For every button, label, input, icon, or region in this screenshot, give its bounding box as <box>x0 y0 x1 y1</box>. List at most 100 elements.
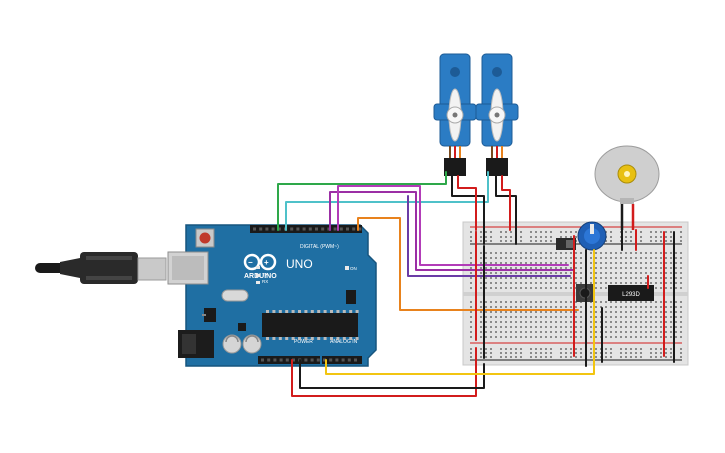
breadboard-hole[interactable] <box>545 331 547 333</box>
breadboard-hole[interactable] <box>670 262 672 264</box>
breadboard-hole[interactable] <box>665 262 667 264</box>
breadboard-hole[interactable] <box>655 262 657 264</box>
breadboard-hole[interactable] <box>570 257 572 259</box>
breadboard-hole[interactable] <box>610 282 612 284</box>
breadboard-hole[interactable] <box>495 301 497 303</box>
breadboard-hole[interactable] <box>605 331 607 333</box>
breadboard-hole[interactable] <box>485 252 487 254</box>
breadboard-hole[interactable] <box>655 316 657 318</box>
breadboard-hole[interactable] <box>470 236 472 238</box>
breadboard-hole[interactable] <box>485 236 487 238</box>
breadboard-hole[interactable] <box>655 287 657 289</box>
breadboard-hole[interactable] <box>560 267 562 269</box>
breadboard-hole[interactable] <box>535 301 537 303</box>
breadboard-hole[interactable] <box>490 336 492 338</box>
header-pin[interactable] <box>327 227 331 231</box>
breadboard-hole[interactable] <box>570 272 572 274</box>
breadboard-hole[interactable] <box>570 326 572 328</box>
breadboard-hole[interactable] <box>615 311 617 313</box>
breadboard-hole[interactable] <box>675 262 677 264</box>
breadboard-hole[interactable] <box>575 257 577 259</box>
breadboard-hole[interactable] <box>505 356 507 358</box>
breadboard-hole[interactable] <box>610 331 612 333</box>
breadboard-hole[interactable] <box>540 316 542 318</box>
breadboard-hole[interactable] <box>550 287 552 289</box>
breadboard-hole[interactable] <box>635 321 637 323</box>
breadboard-hole[interactable] <box>535 321 537 323</box>
breadboard-hole[interactable] <box>660 352 662 354</box>
breadboard-hole[interactable] <box>535 257 537 259</box>
breadboard-hole[interactable] <box>575 336 577 338</box>
breadboard-hole[interactable] <box>565 321 567 323</box>
header-pin[interactable] <box>346 227 349 231</box>
breadboard-hole[interactable] <box>580 262 582 264</box>
breadboard-hole[interactable] <box>470 277 472 279</box>
breadboard-hole[interactable] <box>505 257 507 259</box>
breadboard-hole[interactable] <box>505 306 507 308</box>
breadboard-hole[interactable] <box>625 306 627 308</box>
breadboard-hole[interactable] <box>500 326 502 328</box>
breadboard-hole[interactable] <box>665 287 667 289</box>
breadboard-hole[interactable] <box>565 352 567 354</box>
breadboard-hole[interactable] <box>560 252 562 254</box>
breadboard-hole[interactable] <box>640 326 642 328</box>
breadboard-hole[interactable] <box>480 236 482 238</box>
breadboard-hole[interactable] <box>495 277 497 279</box>
breadboard-hole[interactable] <box>530 306 532 308</box>
breadboard-hole[interactable] <box>610 321 612 323</box>
breadboard-hole[interactable] <box>610 236 612 238</box>
breadboard-hole[interactable] <box>485 267 487 269</box>
breadboard-hole[interactable] <box>560 287 562 289</box>
breadboard-hole[interactable] <box>615 326 617 328</box>
breadboard-hole[interactable] <box>530 252 532 254</box>
breadboard-hole[interactable] <box>490 321 492 323</box>
breadboard-hole[interactable] <box>590 316 592 318</box>
breadboard-hole[interactable] <box>565 331 567 333</box>
breadboard-hole[interactable] <box>565 272 567 274</box>
breadboard-hole[interactable] <box>515 301 517 303</box>
breadboard-hole[interactable] <box>655 267 657 269</box>
breadboard-hole[interactable] <box>655 348 657 350</box>
breadboard-hole[interactable] <box>560 231 562 233</box>
breadboard-hole[interactable] <box>590 321 592 323</box>
breadboard-hole[interactable] <box>545 240 547 242</box>
breadboard-hole[interactable] <box>485 287 487 289</box>
breadboard-hole[interactable] <box>505 272 507 274</box>
breadboard-hole[interactable] <box>555 311 557 313</box>
breadboard-hole[interactable] <box>490 252 492 254</box>
breadboard-hole[interactable] <box>645 277 647 279</box>
breadboard-hole[interactable] <box>510 267 512 269</box>
breadboard-hole[interactable] <box>480 262 482 264</box>
breadboard-hole[interactable] <box>530 348 532 350</box>
breadboard-hole[interactable] <box>680 301 682 303</box>
breadboard-hole[interactable] <box>660 306 662 308</box>
breadboard-hole[interactable] <box>680 262 682 264</box>
breadboard-hole[interactable] <box>480 277 482 279</box>
breadboard-hole[interactable] <box>565 267 567 269</box>
breadboard-hole[interactable] <box>565 336 567 338</box>
breadboard-hole[interactable] <box>490 311 492 313</box>
breadboard-hole[interactable] <box>535 326 537 328</box>
breadboard-hole[interactable] <box>640 321 642 323</box>
breadboard-hole[interactable] <box>595 257 597 259</box>
breadboard-hole[interactable] <box>480 348 482 350</box>
breadboard-hole[interactable] <box>560 272 562 274</box>
breadboard-hole[interactable] <box>545 257 547 259</box>
breadboard-hole[interactable] <box>645 262 647 264</box>
breadboard-hole[interactable] <box>580 306 582 308</box>
breadboard-hole[interactable] <box>560 348 562 350</box>
breadboard-hole[interactable] <box>520 326 522 328</box>
breadboard-hole[interactable] <box>540 331 542 333</box>
breadboard-hole[interactable] <box>560 326 562 328</box>
breadboard-hole[interactable] <box>670 236 672 238</box>
breadboard-hole[interactable] <box>515 282 517 284</box>
breadboard-hole[interactable] <box>610 231 612 233</box>
breadboard-hole[interactable] <box>470 311 472 313</box>
breadboard-hole[interactable] <box>645 257 647 259</box>
breadboard-hole[interactable] <box>510 277 512 279</box>
breadboard-hole[interactable] <box>605 348 607 350</box>
breadboard-hole[interactable] <box>560 331 562 333</box>
header-pin[interactable] <box>358 227 362 231</box>
breadboard-hole[interactable] <box>570 311 572 313</box>
breadboard-hole[interactable] <box>500 348 502 350</box>
